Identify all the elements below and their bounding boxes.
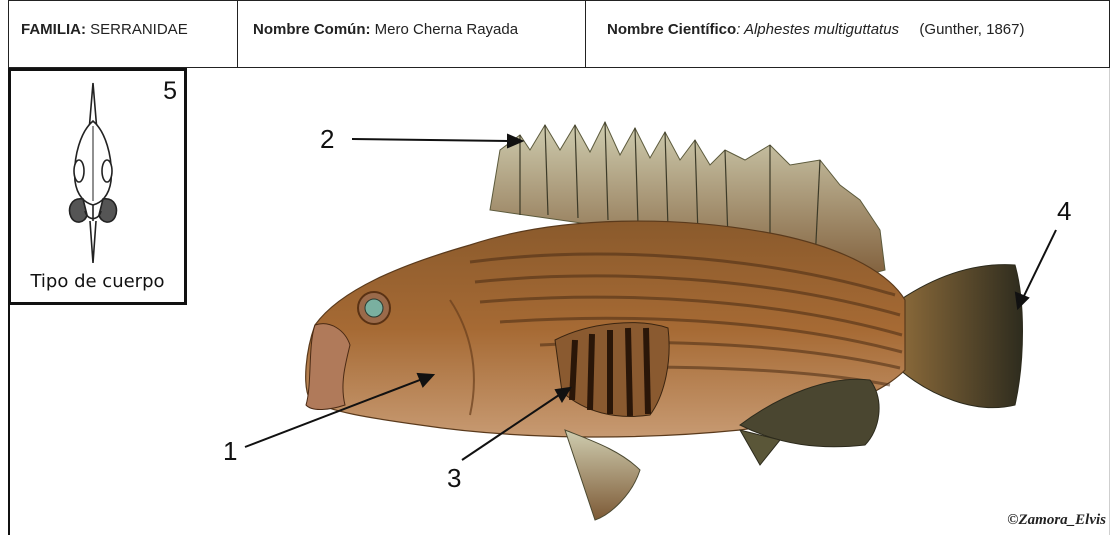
caudal-fin	[900, 265, 1023, 408]
pelvic-fin	[565, 430, 640, 520]
annotation-3: 3	[447, 463, 461, 494]
fish-mouth	[306, 324, 350, 410]
annotation-2: 2	[320, 124, 334, 155]
annotation-1: 1	[223, 436, 237, 467]
annotation-4: 4	[1057, 196, 1071, 227]
photo-credit: ©Zamora_Elvis	[1007, 512, 1106, 529]
